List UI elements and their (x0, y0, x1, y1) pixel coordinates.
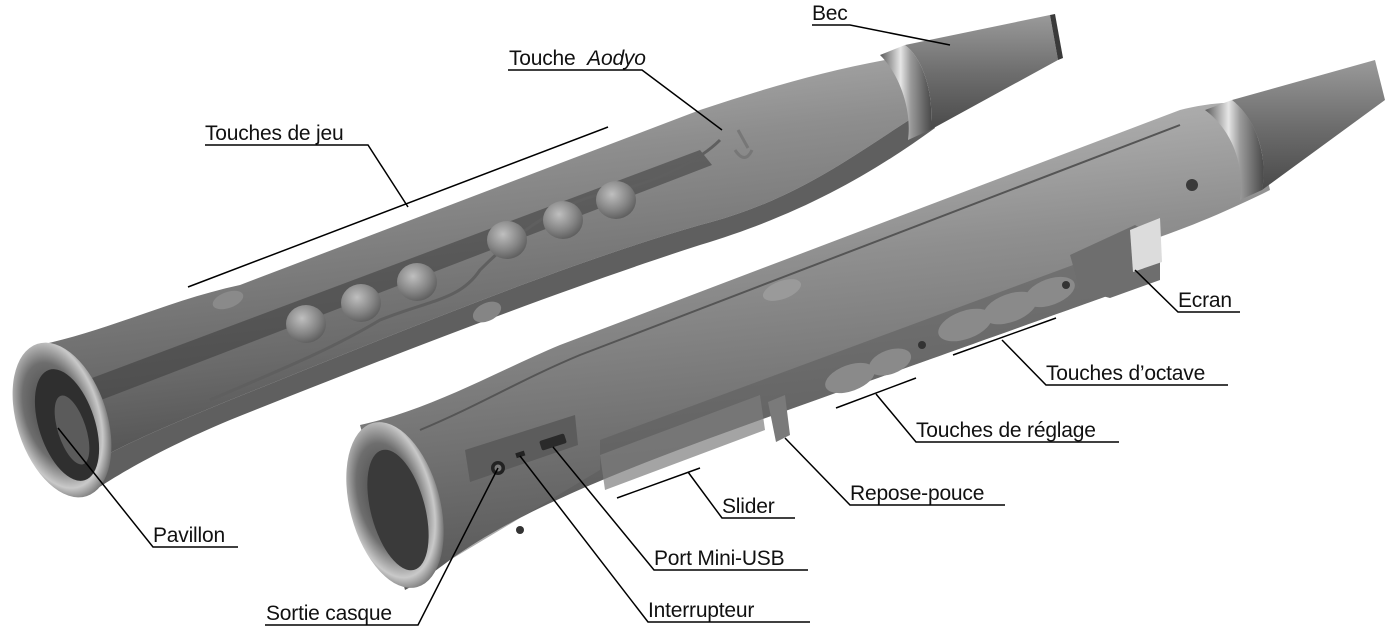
leader-interrupteur (519, 455, 810, 623)
leader-pavillon (57, 427, 238, 548)
label-touches-octave: Touches d’octave (1046, 362, 1205, 385)
label-sortie-casque: Sortie casque (266, 602, 392, 625)
label-interrupteur: Interrupteur (648, 599, 754, 622)
label-ecran: Ecran (1178, 289, 1232, 312)
leader-bec (812, 24, 951, 46)
label-touche-aodyo: Touche Aodyo (509, 47, 646, 70)
labels: Bec Touche Aodyo Touches de jeu Ecran To… (153, 2, 1232, 625)
leader-ecran (1134, 269, 1240, 313)
leader-touches-reglage-bar (835, 377, 917, 409)
instrument-front-view (12, 14, 1063, 498)
back-mouthpiece (1232, 60, 1385, 190)
back-octave-keys (918, 276, 1075, 349)
back-ring (1205, 100, 1264, 200)
leader-touche-aodyo (508, 69, 723, 131)
label-repose-pouce: Repose-pouce (850, 482, 984, 505)
label-touche-prefix: Touche (509, 47, 576, 70)
leader-touches-jeu-bar (187, 126, 609, 288)
leader-port-usb (552, 446, 808, 571)
label-slider: Slider (722, 495, 775, 518)
thumb-rest (768, 395, 790, 442)
leader-touches-octave (1001, 339, 1228, 386)
leader-slider (687, 471, 795, 519)
slider-area (600, 395, 765, 490)
label-touche-brand: Aodyo (585, 47, 646, 70)
back-body (360, 102, 1270, 591)
leader-sortie-casque (265, 467, 499, 626)
screen (1070, 218, 1162, 298)
leader-touches-reglage (875, 393, 1119, 443)
leader-touches-octave-bar (952, 317, 1057, 356)
back-bell (346, 422, 444, 588)
aodyo-logo (733, 129, 754, 159)
front-ring (880, 45, 932, 140)
label-bec: Bec (812, 2, 848, 25)
front-bell (12, 342, 112, 498)
leader-touches-jeu (205, 144, 409, 208)
leader-slider-bar (616, 467, 701, 499)
instrument-back-view (346, 60, 1385, 591)
label-touches-jeu: Touches de jeu (205, 122, 343, 145)
leader-repose-pouce (784, 437, 1005, 506)
label-touches-reglage: Touches de réglage (916, 419, 1096, 442)
label-port-usb: Port Mini-USB (654, 547, 784, 570)
label-pavillon: Pavillon (153, 524, 225, 547)
leader-lines (57, 24, 1240, 626)
back-setting-keys (825, 348, 912, 394)
front-play-keys (212, 181, 636, 343)
